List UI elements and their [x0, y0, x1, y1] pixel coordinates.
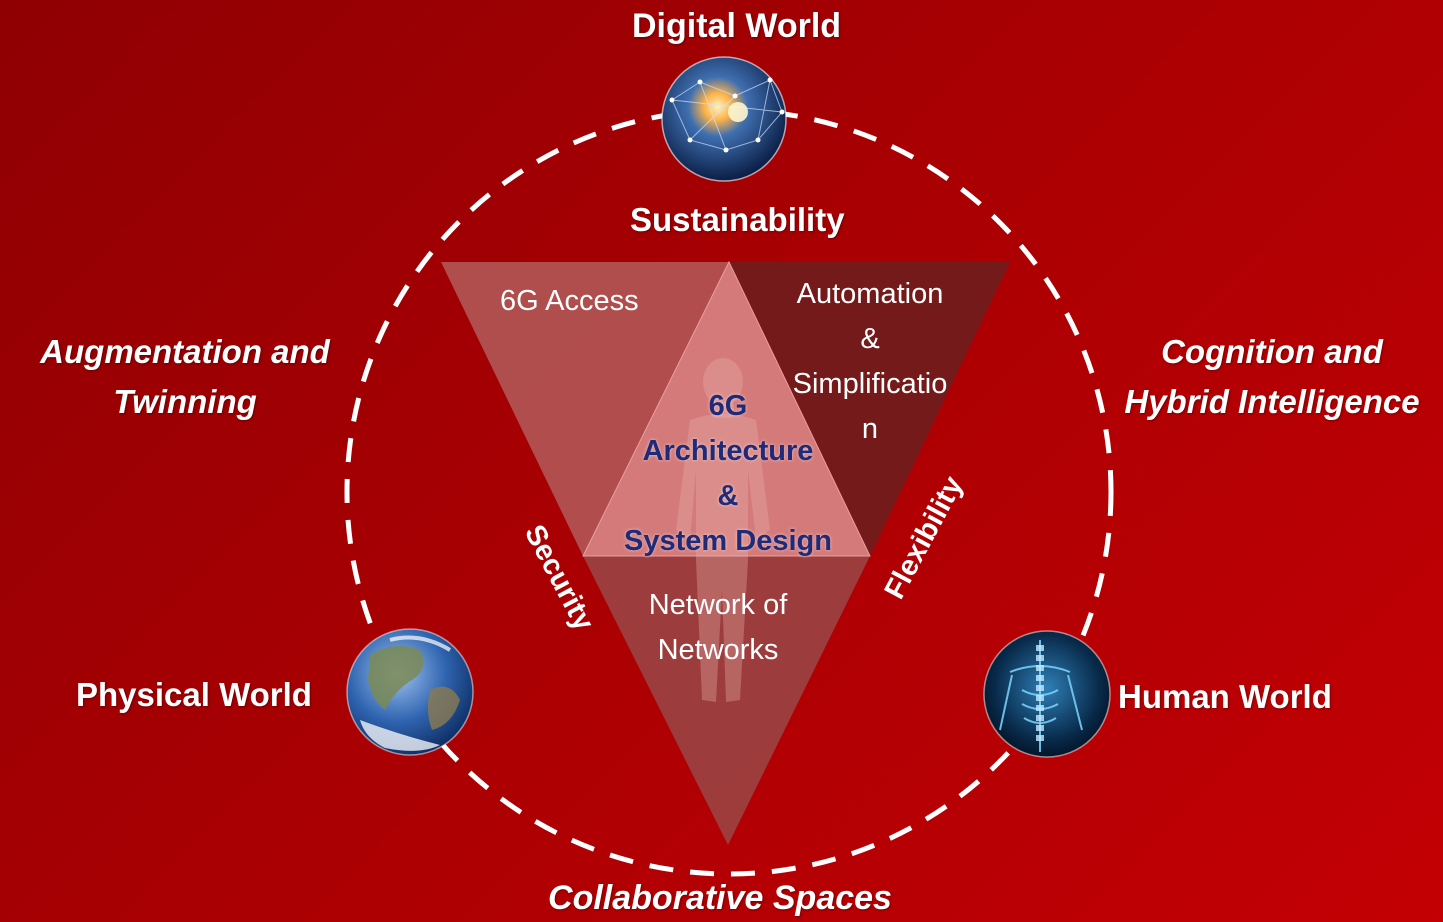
- theme-collaborative: Collaborative Spaces: [548, 879, 892, 917]
- human-world-label: Human World: [1118, 678, 1332, 715]
- theme-cognition: Cognition and Hybrid Intelligence: [1104, 327, 1440, 427]
- segment-access: [441, 262, 729, 556]
- human-body-xray-icon: [983, 630, 1111, 758]
- segment-center: [582, 260, 871, 557]
- theme-cognition-line2: Hybrid Intelligence: [1124, 383, 1420, 420]
- center-line2: Architecture: [642, 435, 814, 467]
- theme-augmentation-line2: Twinning: [113, 383, 257, 420]
- digital-world-label: Digital World: [632, 7, 842, 45]
- theme-cognition-line1: Cognition and: [1161, 333, 1383, 370]
- network-line2: Networks: [657, 634, 779, 666]
- center-line3: &: [717, 480, 739, 512]
- automation-line1: Automation: [796, 278, 944, 310]
- automation-line2: &: [860, 323, 880, 355]
- network-line1: Network of: [648, 589, 788, 621]
- center-line4: System Design: [624, 525, 832, 557]
- segment-automation-label: Automation & Simplificatio n: [766, 272, 974, 452]
- pillar-sustainability: Sustainability: [630, 201, 845, 238]
- center-architecture-label: 6G Architecture & System Design: [600, 384, 856, 564]
- physical-world-label: Physical World: [76, 676, 312, 713]
- automation-line4: n: [861, 413, 879, 445]
- earth-globe-icon: [346, 628, 474, 756]
- center-line1: 6G: [708, 390, 748, 422]
- theme-augmentation-line1: Augmentation and: [40, 333, 330, 370]
- network-globe-icon: [661, 56, 787, 182]
- segment-network-label: Network of Networks: [618, 583, 818, 673]
- segment-automation: [729, 262, 1010, 556]
- world-ring: [344, 107, 1114, 877]
- segment-access-label: 6G Access: [500, 285, 639, 317]
- segment-network: [583, 556, 870, 845]
- automation-line3: Simplificatio: [792, 368, 948, 400]
- human-silhouette-icon: [676, 358, 770, 702]
- theme-augmentation: Augmentation and Twinning: [12, 327, 358, 427]
